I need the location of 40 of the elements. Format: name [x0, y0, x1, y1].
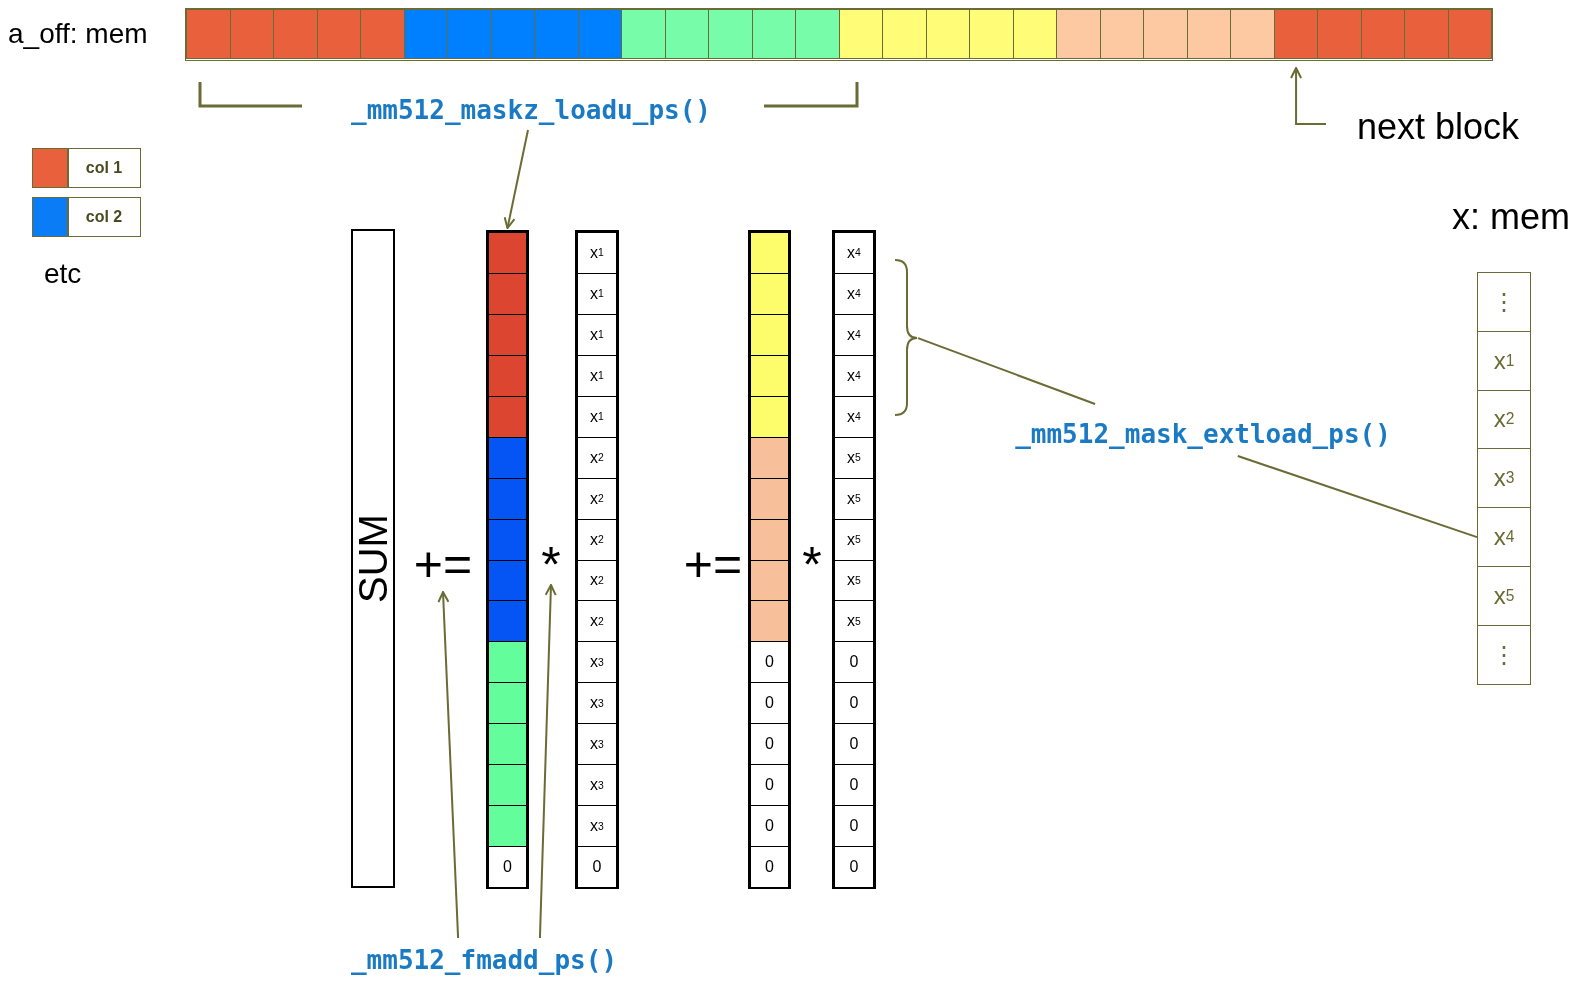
arrow: [437, 591, 460, 939]
vector-register: [748, 230, 791, 889]
sum-register-box: SUM: [351, 229, 395, 888]
legend-label: col 1: [67, 148, 141, 188]
multiply-operator: *: [797, 545, 827, 585]
vector-cell: 0: [750, 682, 789, 725]
vector-cell: 0: [834, 641, 874, 684]
vector-cell: 0: [834, 723, 874, 766]
vector-cell: 0: [577, 846, 617, 888]
vector-cell: 0: [750, 641, 789, 684]
vector-cell: 0: [834, 682, 874, 725]
vector-cell: 0: [750, 764, 789, 807]
memory-cell: ⋮: [1477, 624, 1531, 685]
leader-line: [1236, 455, 1478, 539]
vector-cell: 0: [834, 805, 874, 848]
vector-cell: 0: [488, 846, 527, 888]
arrow: [1290, 67, 1327, 125]
vector-cell: 0: [750, 723, 789, 766]
function-label: _mm512_maskz_loadu_ps(): [316, 92, 746, 128]
next-block-label: next block: [1338, 104, 1538, 150]
vector-register: [486, 230, 529, 889]
legend-label: col 2: [67, 197, 141, 237]
arrow: [538, 584, 557, 939]
memory-label: a_off: mem: [8, 18, 148, 50]
memory-label: x: mem: [1452, 196, 1570, 238]
plus-equals-operator: +=: [410, 536, 476, 592]
multiply-operator: *: [536, 545, 566, 585]
vector-register: [575, 230, 619, 889]
function-label: _mm512_mask_extload_ps(): [980, 414, 1426, 454]
note-text: etc: [44, 258, 82, 290]
arrow: [503, 129, 529, 229]
memory-cell: ⋮: [1477, 272, 1531, 332]
vector-cell: 0: [834, 764, 874, 807]
function-label: _mm512_fmadd_ps(): [326, 940, 642, 980]
vector-register: [832, 230, 876, 889]
vector-cell: 0: [750, 805, 789, 848]
plus-equals-operator: +=: [680, 536, 746, 592]
leader-line: [917, 337, 1097, 405]
vector-cell: 0: [834, 846, 874, 888]
vector-cell: 0: [750, 846, 789, 888]
